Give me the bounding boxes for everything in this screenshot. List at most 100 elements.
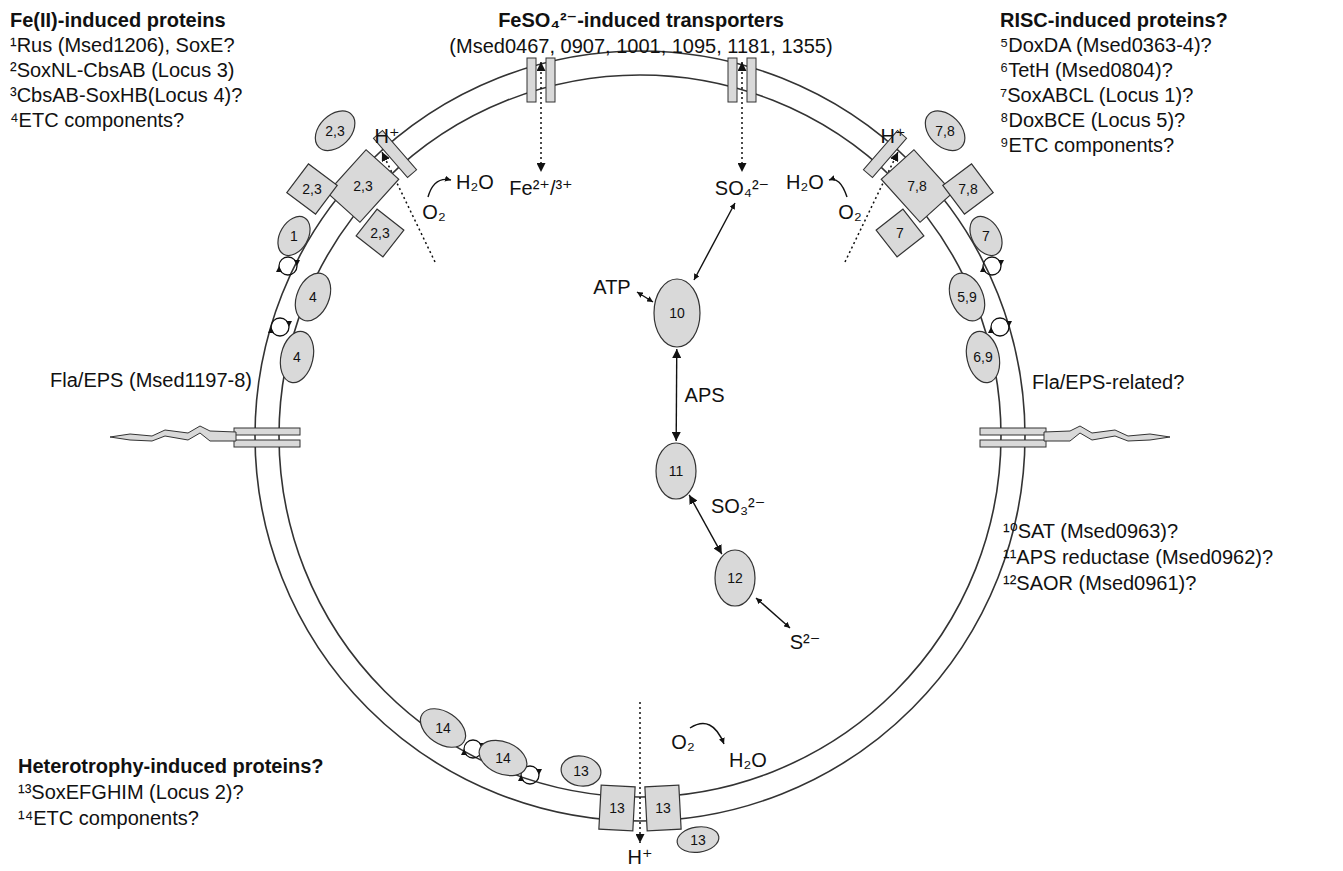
shape-fill xyxy=(963,211,1008,261)
annotation-label: H₂O xyxy=(786,170,824,194)
callout-number: 13 xyxy=(609,800,625,816)
annotation-label: (Msed0467, 0907, 1001, 1095, 1181, 1355) xyxy=(449,34,832,58)
shape-fill xyxy=(308,104,363,159)
shape-fill xyxy=(287,164,337,214)
annotation-label: O₂ xyxy=(422,200,445,224)
basal-bar xyxy=(980,440,1046,447)
shape-fill xyxy=(474,734,533,783)
basal-bar xyxy=(234,428,300,435)
annotation-label: ¹⁰SAT (Msed0963)? xyxy=(1003,519,1178,543)
edge-label: APS xyxy=(683,383,727,407)
protein-ellipse: 14 xyxy=(418,712,468,744)
electron-transfer-icons xyxy=(271,257,1009,784)
shape-fill xyxy=(654,279,700,347)
protein-box: 7 xyxy=(883,216,917,250)
protein-ellipse: 14 xyxy=(478,742,528,774)
shape-fill xyxy=(675,825,720,856)
callout-number: 2,3 xyxy=(370,225,389,241)
callout-number: 13 xyxy=(690,832,706,848)
annotation-label: O₂ xyxy=(671,730,694,754)
transporter-bar xyxy=(546,58,555,102)
shape-fill xyxy=(327,150,399,223)
enzyme-ellipse: 11 xyxy=(656,443,696,499)
protein-box: 7,8 xyxy=(888,164,946,208)
callout-number: 7,8 xyxy=(935,123,954,139)
cycle-arrow xyxy=(983,266,1001,275)
annotation-label: SO₄²⁻ xyxy=(715,176,769,200)
callout-number: 11 xyxy=(669,463,684,479)
cycle-arrow xyxy=(279,257,297,266)
annotation-label: ⁴ETC components? xyxy=(10,108,184,132)
callout-number: 12 xyxy=(727,570,743,586)
transporter xyxy=(728,58,756,172)
annotation-label: ¹Rus (Msed1206), SoxE? xyxy=(10,33,235,57)
callout-number: 4 xyxy=(293,349,301,365)
group-heading: FeSO₄²⁻-induced transporters xyxy=(498,8,784,32)
shape-fill xyxy=(276,328,319,386)
annotation-label: ²SoxNL-CbsAB (Locus 3) xyxy=(10,58,235,82)
annotation-label: ³CbsAB-SoxHB(Locus 4)? xyxy=(10,83,242,107)
annotation-label: Fla/EPS-related? xyxy=(1032,370,1184,394)
annotation-label: ¹¹APS reductase (Msed0962)? xyxy=(1003,545,1273,569)
annotation-label: H₂O xyxy=(729,748,767,772)
protein-ellipse: 7 xyxy=(965,222,1007,250)
callout-number: 10 xyxy=(669,305,685,321)
protein-ellipse: 4 xyxy=(271,341,323,373)
shape-fill xyxy=(645,785,681,831)
annotation-label: Fla/EPS (Msed1197-8) xyxy=(50,368,252,392)
annotation-label: ⁹ETC components? xyxy=(1000,133,1174,157)
shape-fill xyxy=(918,104,973,159)
shape-fill xyxy=(656,443,696,499)
transport-arrow xyxy=(540,62,542,172)
annotation-label: H₂O xyxy=(456,170,494,194)
annotation-label: S²⁻ xyxy=(790,630,821,654)
shape-fill xyxy=(289,268,338,327)
edge-label: SO₃²⁻ xyxy=(709,494,767,518)
callout-number: 7 xyxy=(896,225,904,241)
transporter xyxy=(527,58,555,172)
callout-number: 13 xyxy=(655,800,671,816)
annotation-label: ⁶TetH (Msed0804)? xyxy=(1000,58,1173,82)
annotation-label: O₂ xyxy=(838,200,861,224)
protein-box: 2,3 xyxy=(363,216,397,250)
cycle-arrow xyxy=(991,318,1009,327)
protein-ellipse: 1 xyxy=(273,222,315,250)
reaction-arrow xyxy=(756,598,790,628)
basal-bar xyxy=(980,428,1046,435)
annotation-label: ¹²SAOR (Msed0961)? xyxy=(1003,571,1196,595)
shape-fill xyxy=(876,209,924,257)
protein-ellipse: 2,3 xyxy=(312,115,358,147)
flagellum-left xyxy=(110,426,300,447)
proton-path xyxy=(639,702,641,843)
annotation-label: ATP xyxy=(593,275,630,299)
callout-number: 7,8 xyxy=(958,181,977,197)
annotation-label: H⁺ xyxy=(375,124,400,148)
protein-ellipse: 13 xyxy=(561,756,601,786)
annotation-label: ¹⁴ETC components? xyxy=(18,806,199,830)
reaction-arrow xyxy=(694,203,735,280)
outer-membrane xyxy=(255,51,1025,821)
cycle-arrow xyxy=(271,318,289,327)
reduction-arrow xyxy=(428,179,451,197)
annotation-label: ⁷SoxABCL (Locus 1)? xyxy=(1000,83,1193,107)
shape-fill xyxy=(715,550,755,606)
cycle-arrow xyxy=(521,775,539,784)
protein-box: 13 xyxy=(600,786,634,830)
transporter-bar xyxy=(747,58,756,102)
callout-number: 13 xyxy=(573,763,589,779)
group-heading: RISC-induced proteins? xyxy=(1000,8,1228,32)
enzyme-ellipse: 10 xyxy=(654,279,700,347)
callout-number: 1 xyxy=(290,228,298,244)
group-heading: Heterotrophy-induced proteins? xyxy=(18,754,324,778)
protein-ellipse: 4 xyxy=(288,281,338,313)
shape-fill xyxy=(356,209,404,257)
shape-fill xyxy=(943,268,992,327)
callout-number: 2,3 xyxy=(302,181,321,197)
shape-fill xyxy=(413,701,472,755)
callout-number: 6,9 xyxy=(973,349,992,365)
annotation-label: ⁵DoxDA (Msed0363-4)? xyxy=(1000,33,1212,57)
protein-box: 2,3 xyxy=(294,171,330,207)
cycle-arrow xyxy=(464,740,482,749)
reaction-arrow xyxy=(637,292,653,302)
callout-number: 4 xyxy=(309,289,317,305)
